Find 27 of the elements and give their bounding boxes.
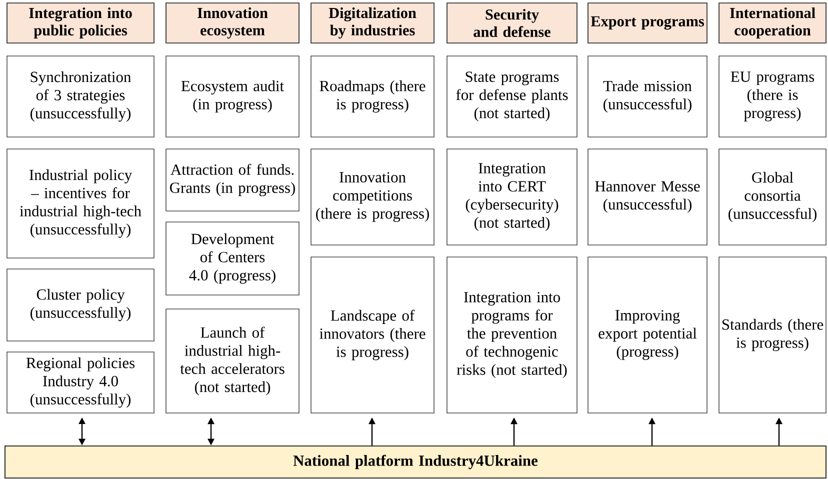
task-box: Regional policies Industry 4.0 (unsuccessfully)	[6, 352, 154, 414]
column-header: Export programs	[587, 2, 708, 44]
task-box: Landscape of innovators (there is progress)	[310, 256, 434, 414]
task-box: Roadmaps (there is progress)	[310, 56, 434, 138]
task-box: Ecosystem audit (in progress)	[166, 56, 300, 138]
task-box: Improving export potential (progress)	[588, 256, 708, 414]
column-header: Security and defense	[446, 2, 578, 44]
task-box: Standards (there is progress)	[718, 256, 826, 414]
task-box: Attraction of funds. Grants (in progress)	[166, 148, 300, 212]
task-box: State programs for defense plants (not started)	[446, 56, 578, 138]
column-header: Innovation ecosystem	[165, 2, 300, 44]
task-box: Integration into programs for the prevention of technogenic risks (not started)	[446, 256, 578, 414]
task-box: Hannover Messe (unsuccessful)	[588, 148, 708, 246]
task-box: Innovation competitions (there is progress)	[310, 148, 434, 246]
task-box: Cluster policy (unsuccessfully)	[6, 268, 154, 342]
task-box: Integration into CERT (cybersecurity) (not started)	[446, 148, 578, 246]
task-box: Global consortia (unsuccessful)	[718, 148, 826, 246]
platform-bar: National platform Industry4Ukraine	[4, 445, 827, 479]
task-box: Industrial policy – incentives for industrial high-tech (unsuccessfully)	[6, 148, 154, 258]
task-box: Development of Centers 4.0 (progress)	[166, 222, 300, 296]
task-box: Synchronization of 3 strategies (unsuccessfully)	[6, 56, 154, 138]
task-box: Trade mission (unsuccessful)	[588, 56, 708, 138]
column-header: Integration into public policies	[6, 2, 155, 44]
column-header: International cooperation	[718, 2, 827, 44]
task-box: Launch of industrial high-tech accelerators (not started)	[166, 308, 300, 414]
column-header: Digitalization by industries	[310, 2, 435, 44]
task-box: EU programs (there is progress)	[718, 56, 826, 138]
